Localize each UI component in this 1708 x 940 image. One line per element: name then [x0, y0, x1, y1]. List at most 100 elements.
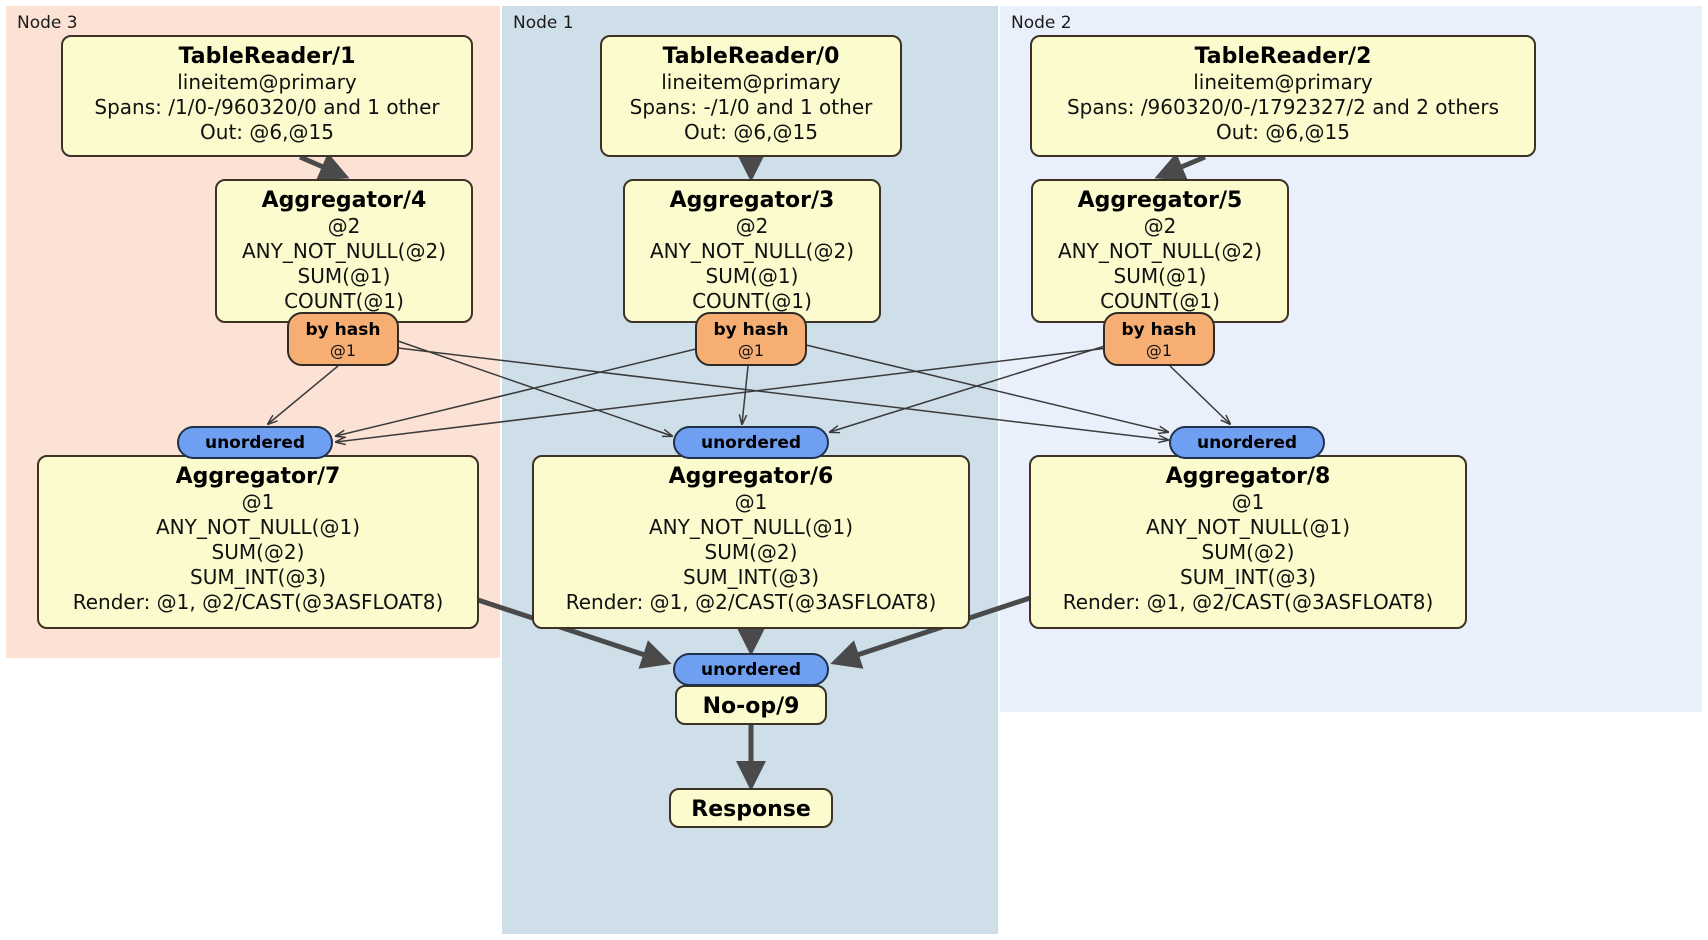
edge-byhash-5-to-unordered-8: [1169, 365, 1230, 424]
processor-detail-line: SUM_INT(@3): [190, 565, 326, 589]
processor-title: Aggregator/3: [670, 188, 835, 213]
processor-title: TableReader/1: [179, 44, 356, 69]
edge-tablereader2-to-aggregator5: [1154, 152, 1206, 181]
processor-detail-line: lineitem@primary: [177, 70, 357, 94]
processor-detail-line: SUM(@2): [1202, 540, 1295, 564]
hash-router-label: by hash: [306, 320, 381, 340]
processor-detail-line: ANY_NOT_NULL(@1): [1146, 515, 1350, 539]
hash-router-pill[interactable]: [1103, 312, 1215, 366]
edge-aggregator8-to-unordered-9: [830, 595, 1031, 669]
edge-aggregator7-to-unordered-9: [471, 595, 672, 669]
processor-detail-line: COUNT(@1): [1100, 289, 1220, 313]
synchronizer-unordered-7[interactable]: unordered: [177, 426, 333, 459]
hash-router-byhash-3[interactable]: by hash@1: [695, 312, 807, 366]
processor-detail-line: @1: [735, 490, 768, 514]
processor-box[interactable]: [600, 35, 902, 157]
node-panel-label: Node 1: [513, 13, 574, 33]
edges-thin-layer: [268, 340, 1230, 442]
processor-detail-line: COUNT(@1): [284, 289, 404, 313]
edge-byhash-5-to-unordered-6: [830, 344, 1109, 432]
processor-box[interactable]: [669, 788, 833, 828]
processor-title: Response: [691, 797, 811, 822]
processor-noop9[interactable]: No-op/9: [675, 685, 827, 725]
processor-detail-line: ANY_NOT_NULL(@2): [650, 239, 854, 263]
hash-router-column: @1: [330, 341, 356, 360]
hash-router-column: @1: [738, 341, 764, 360]
synchronizer-pill[interactable]: [177, 426, 333, 459]
node-panel-label: Node 2: [1011, 13, 1072, 33]
synchronizer-pill[interactable]: [673, 426, 829, 459]
processor-detail-line: Spans: /960320/0-/1792327/2 and 2 others: [1067, 95, 1499, 119]
processor-detail-line: SUM(@1): [1114, 264, 1207, 288]
processor-detail-line: Out: @6,@15: [1216, 120, 1350, 144]
processor-aggregator3[interactable]: Aggregator/3@2ANY_NOT_NULL(@2)SUM(@1)COU…: [623, 179, 881, 323]
processor-title: TableReader/2: [1195, 44, 1372, 69]
processor-detail-line: @1: [242, 490, 275, 514]
hash-router-pill[interactable]: [287, 312, 399, 366]
processor-detail-line: SUM(@2): [212, 540, 305, 564]
processor-detail-line: SUM(@2): [705, 540, 798, 564]
edges-thick-layer: [299, 152, 1206, 791]
processor-response[interactable]: Response: [669, 788, 833, 828]
processor-detail-line: ANY_NOT_NULL(@2): [242, 239, 446, 263]
processor-box[interactable]: [1030, 35, 1536, 157]
processor-detail-line: ANY_NOT_NULL(@1): [649, 515, 853, 539]
edge-byhash-4-to-unordered-8: [397, 347, 1168, 440]
processor-detail-line: @2: [328, 214, 361, 238]
processor-detail-line: Out: @6,@15: [200, 120, 334, 144]
synchronizer-unordered-8[interactable]: unordered: [1169, 426, 1325, 459]
hash-router-pill[interactable]: [695, 312, 807, 366]
processor-detail-line: Render: @1, @2/CAST(@3ASFLOAT8): [1063, 590, 1434, 614]
processor-detail-line: Out: @6,@15: [684, 120, 818, 144]
processor-detail-line: Render: @1, @2/CAST(@3ASFLOAT8): [566, 590, 937, 614]
synchronizer-unordered-9[interactable]: unordered: [673, 653, 829, 686]
edge-tablereader1-to-aggregator4: [299, 152, 350, 181]
processor-detail-line: Spans: /1/0-/960320/0 and 1 other: [94, 95, 440, 119]
processor-detail-line: lineitem@primary: [661, 70, 841, 94]
processor-detail-line: SUM(@1): [706, 264, 799, 288]
processor-detail-line: Spans: -/1/0 and 1 other: [630, 95, 873, 119]
edge-byhash-3-to-unordered-8: [805, 344, 1168, 432]
hash-router-label: by hash: [714, 320, 789, 340]
edge-byhash-5-to-unordered-7: [336, 347, 1109, 442]
hash-router-label: by hash: [1122, 320, 1197, 340]
processor-title: Aggregator/7: [176, 464, 341, 489]
hash-router-byhash-4[interactable]: by hash@1: [287, 312, 399, 366]
processor-title: Aggregator/8: [1166, 464, 1331, 489]
processor-aggregator7[interactable]: Aggregator/7@1ANY_NOT_NULL(@1)SUM(@2)SUM…: [37, 455, 479, 629]
processor-title: Aggregator/4: [262, 188, 427, 213]
processor-detail-line: @2: [1144, 214, 1177, 238]
processor-box[interactable]: [61, 35, 473, 157]
processor-title: Aggregator/5: [1078, 188, 1243, 213]
synchronizer-label: unordered: [1197, 433, 1297, 453]
processor-title: TableReader/0: [663, 44, 840, 69]
synchronizer-unordered-6[interactable]: unordered: [673, 426, 829, 459]
edge-byhash-4-to-unordered-7: [268, 365, 339, 424]
processor-aggregator5[interactable]: Aggregator/5@2ANY_NOT_NULL(@2)SUM(@1)COU…: [1031, 179, 1289, 323]
edge-byhash-3-to-unordered-6: [742, 365, 749, 424]
processor-title: Aggregator/6: [669, 464, 834, 489]
synchronizer-label: unordered: [205, 433, 305, 453]
processor-aggregator8[interactable]: Aggregator/8@1ANY_NOT_NULL(@1)SUM(@2)SUM…: [1029, 455, 1467, 629]
synchronizers: unordered unordered unordered unordered: [177, 426, 1325, 686]
synchronizer-pill[interactable]: [1169, 426, 1325, 459]
processor-detail-line: ANY_NOT_NULL(@1): [156, 515, 360, 539]
processor-detail-line: @1: [1232, 490, 1265, 514]
hash-router-column: @1: [1146, 341, 1172, 360]
processor-aggregator6[interactable]: Aggregator/6@1ANY_NOT_NULL(@1)SUM(@2)SUM…: [532, 455, 970, 629]
processor-detail-line: ANY_NOT_NULL(@2): [1058, 239, 1262, 263]
synchronizer-label: unordered: [701, 660, 801, 680]
synchronizer-pill[interactable]: [673, 653, 829, 686]
synchronizer-label: unordered: [701, 433, 801, 453]
processor-detail-line: SUM_INT(@3): [683, 565, 819, 589]
processor-detail-line: @2: [736, 214, 769, 238]
processor-title: No-op/9: [703, 694, 800, 719]
hash-router-byhash-5[interactable]: by hash@1: [1103, 312, 1215, 366]
processor-aggregator4[interactable]: Aggregator/4@2ANY_NOT_NULL(@2)SUM(@1)COU…: [215, 179, 473, 323]
